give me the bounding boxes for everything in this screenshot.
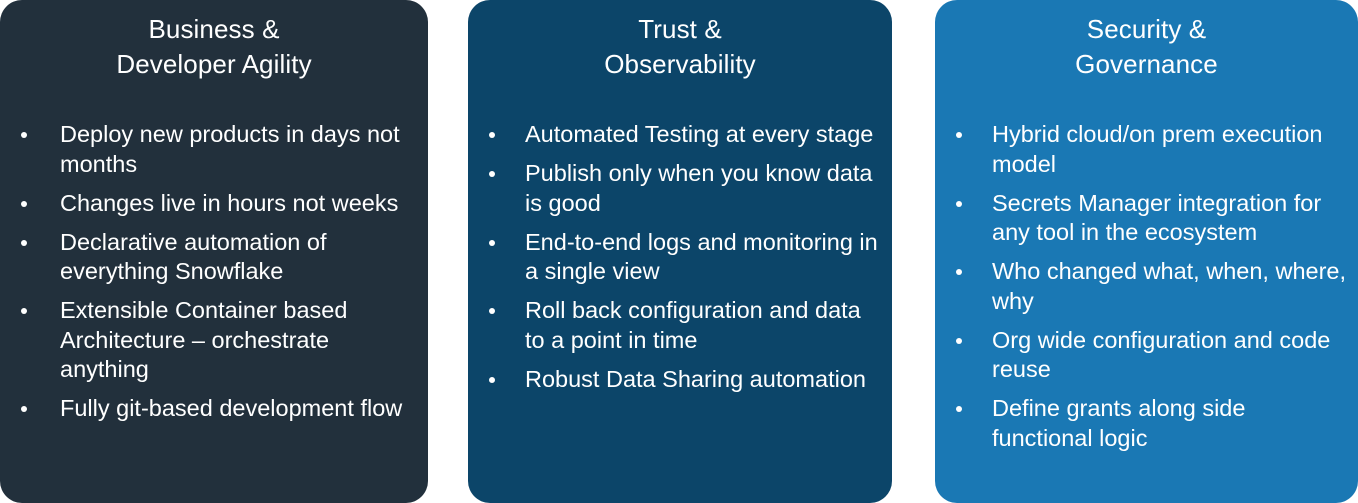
card-title-line-2: Developer Agility	[116, 49, 312, 79]
bullet-dot-icon	[489, 239, 495, 246]
list-item-text: Changes live in hours not weeks	[60, 189, 399, 216]
list-item: Extensible Container based Architecture …	[0, 296, 428, 385]
list-item: Hybrid cloud/on prem execution model	[935, 120, 1358, 179]
list-item: Define grants along side functional logi…	[935, 394, 1358, 453]
list-item: Roll back configuration and data to a po…	[468, 296, 892, 355]
list-item: Fully git-based development flow	[0, 394, 428, 424]
bullet-list: Automated Testing at every stage Publish…	[468, 120, 892, 404]
bullet-dot-icon	[21, 132, 27, 138]
list-item: Who changed what, when, where, why	[935, 257, 1358, 316]
card-title-line-1: Business &	[148, 14, 280, 44]
list-item: Changes live in hours not weeks	[0, 189, 428, 219]
card-title: Security & Governance	[935, 12, 1358, 82]
bullet-dot-icon	[956, 200, 962, 207]
bullet-dot-icon	[21, 200, 27, 207]
list-item: Publish only when you know data is good	[468, 159, 892, 218]
list-item-text: Declarative automation of everything Sno…	[60, 228, 327, 285]
list-item-text: Who changed what, when, where, why	[992, 258, 1347, 314]
bullet-list: Deploy new products in days not months C…	[0, 120, 428, 433]
card-business-developer-agility: Business & Developer Agility Deploy new …	[0, 0, 428, 503]
list-item-text: Publish only when you know data is good	[525, 160, 873, 216]
bullet-dot-icon	[956, 269, 962, 275]
card-title-line-2: Governance	[1075, 49, 1218, 79]
list-item-text: End-to-end logs and monitoring in a sing…	[525, 228, 878, 285]
list-item-text: Automated Testing at every stage	[525, 121, 874, 147]
list-item-text: Org wide configuration and code reuse	[992, 326, 1331, 383]
card-security-governance: Security & Governance Hybrid cloud/on pr…	[935, 0, 1358, 503]
bullet-dot-icon	[956, 132, 962, 138]
bullet-dot-icon	[489, 132, 495, 138]
list-item-text: Define grants along side functional logi…	[992, 395, 1246, 451]
list-item-text: Secrets Manager integration for any tool…	[992, 189, 1322, 246]
bullet-dot-icon	[489, 376, 495, 383]
bullet-dot-icon	[956, 406, 962, 412]
bullet-list: Hybrid cloud/on prem execution model Sec…	[935, 120, 1358, 463]
card-title-line-2: Observability	[604, 49, 756, 79]
list-item-text: Extensible Container based Architecture …	[60, 297, 348, 382]
list-item-text: Fully git-based development flow	[60, 395, 403, 421]
list-item: End-to-end logs and monitoring in a sing…	[468, 228, 892, 287]
list-item: Automated Testing at every stage	[468, 120, 892, 150]
bullet-dot-icon	[489, 171, 495, 177]
card-title-line-1: Security &	[1086, 14, 1207, 44]
list-item-text: Roll back configuration and data to a po…	[525, 297, 861, 353]
bullet-dot-icon	[21, 308, 27, 314]
card-title: Business & Developer Agility	[0, 12, 428, 82]
card-title: Trust & Observability	[468, 12, 892, 82]
list-item: Declarative automation of everything Sno…	[0, 228, 428, 287]
list-item-text: Hybrid cloud/on prem execution model	[992, 121, 1323, 177]
bullet-dot-icon	[956, 337, 962, 344]
bullet-dot-icon	[489, 308, 495, 314]
list-item: Org wide configuration and code reuse	[935, 326, 1358, 385]
list-item: Deploy new products in days not months	[0, 120, 428, 179]
bullet-dot-icon	[21, 239, 27, 246]
list-item: Secrets Manager integration for any tool…	[935, 189, 1358, 248]
list-item-text: Robust Data Sharing automation	[525, 365, 866, 392]
list-item: Robust Data Sharing automation	[468, 365, 892, 395]
list-item-text: Deploy new products in days not months	[60, 121, 400, 177]
card-trust-observability: Trust & Observability Automated Testing …	[468, 0, 892, 503]
bullet-dot-icon	[21, 406, 27, 412]
card-title-line-1: Trust &	[638, 14, 722, 44]
